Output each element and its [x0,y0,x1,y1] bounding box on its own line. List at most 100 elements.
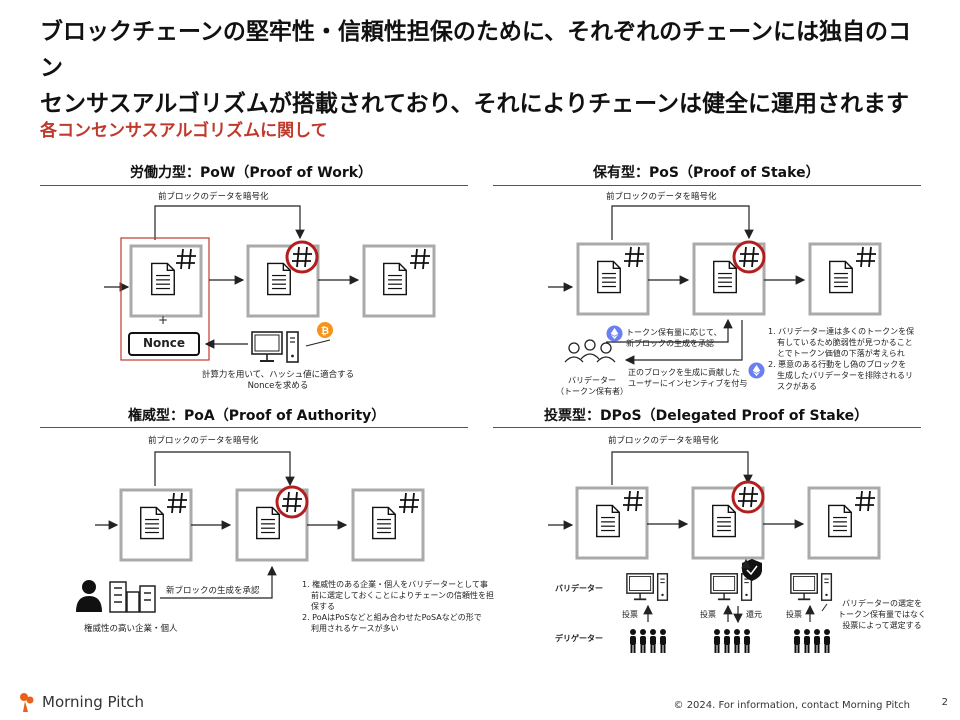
poa-note-2-line-1: 2. PoAはPoSなどと組み合わせたPoSAなどの形で [302,613,482,622]
logo-text: Morning Pitch [42,693,145,711]
document-icon [712,504,736,538]
pos-notes: 1. バリデーター達は多くのトークンを保 有しているため脆弱性が見つかること と… [768,326,918,392]
pow-block-2 [246,240,320,318]
dpos-hash-label: 前ブロックのデータを暗号化 [608,436,719,446]
footer-copyright: © 2024. For information, contact Morning… [673,700,910,711]
pow-hash-connector [154,205,305,240]
section-title: 各コンセンサスアルゴリズムに関して [40,121,328,141]
dpos-block-2 [691,480,765,560]
pos-note-2-line-2: 生成したバリデーターを排除されるリ [777,371,913,380]
pos-note-1-line-1: 1. バリデーター達は多くのトークンを保 [768,327,915,336]
pow-hash-label: 前ブロックのデータを暗号化 [158,192,269,202]
pow-caption: 計算力を用いて、ハッシュ値に適合する Nonceを求める [198,370,358,392]
poa-title: 権威型：PoA（Proof of Authority） [128,408,386,424]
dpos-divider [493,427,921,428]
delegator-group-icon [714,629,750,653]
pos-block-3 [808,242,882,316]
dpos-block-1 [575,486,649,560]
pos-note-2-line-1: 2. 悪意のある行動をし偽のブロックを [768,360,907,369]
pos-note-1-line-3: とでトークン価値の下落が考えられ [777,349,905,358]
pos-validator-label-line-2: （トークン保有者） [556,387,628,396]
pos-validator-label-line-1: バリデーター [568,376,616,385]
headline-line-1: ブロックチェーンの堅牢性・信頼性担保のために、それぞれのチェーンには独自のコン [40,19,912,81]
computer-icon [790,572,833,602]
poa-divider [40,427,468,428]
computer-icon [710,572,753,602]
pos-block-2 [692,240,766,316]
pos-note-2-line-3: スクがある [777,382,817,391]
pos-flow-incentive-line-1: 正のブロックを生成に貢献した [628,368,740,377]
poa-block-1 [119,488,193,562]
poa-note-1-line-1: 1. 権威性のある企業・個人をバリデーターとして事 [302,580,488,589]
dpos-note-line-1: バリデーターの選定を [842,599,922,608]
poa-approve-flow [160,565,277,599]
headline: ブロックチェーンの堅牢性・信頼性担保のために、それぞれのチェーンには独自のコン … [40,14,930,122]
morning-pitch-logo: Morning Pitch [18,688,144,716]
dpos-note: バリデーターの選定を トークン保有量ではなく 投票によって選定する [832,598,932,631]
computer-icon [626,572,669,602]
poa-notes: 1. 権威性のある企業・個人をバリデーターとして事 前に選定しておくことによりチ… [302,579,502,634]
pos-flow-approve-line-1: トークン保有量に応じて、 [626,328,722,337]
pos-flow-incentive: 正のブロックを生成に貢献した ユーザーにインセンティブを付与 [628,367,747,389]
pos-flow-approve-line-2: 新ブロックの生成を承認 [626,339,714,348]
document-icon [828,504,852,538]
pos-incentive-flow [624,320,743,365]
poa-note-2-line-2: 利用されるケースが多い [311,624,399,633]
pow-plus: + [158,313,169,327]
pow-hash-highlight [285,240,319,274]
dpos-vote-2: 投票 [700,610,716,619]
pos-divider [493,185,921,186]
pow-nonce-label: Nonce [142,336,186,350]
pos-hash-highlight [732,240,766,274]
dpos-return: 還元 [746,610,762,619]
pos-note-1-line-2: 有しているため脆弱性が見つかること [777,338,913,347]
pow-divider [40,185,468,186]
dpos-validator-label: バリデーター [555,584,603,593]
pow-caption-line-2: Nonceを求める [247,381,309,391]
logo-mark-icon [20,693,34,712]
document-icon [596,504,620,538]
dpos-note-line-3: 投票によって選定する [842,621,922,630]
poa-hash-highlight [275,485,309,519]
pos-validator-label: バリデーター （トークン保有者） [556,375,628,397]
pow-title: 労働力型：PoW（Proof of Work） [130,165,373,181]
pos-hash-connector [611,205,754,240]
poa-hash-label: 前ブロックのデータを暗号化 [148,436,259,446]
pow-nonce-box [128,332,200,356]
poa-block-2 [235,485,309,562]
poa-authority-label: 権威性の高い企業・個人 [84,624,178,634]
poa-block-3 [351,488,425,562]
pow-caption-line-1: 計算力を用いて、ハッシュ値に適合する [201,370,355,380]
svg-text:₿: ₿ [321,325,329,337]
poa-approve-label: 新ブロックの生成を承認 [166,586,260,596]
poa-hash-connector [154,451,295,487]
validator-group-icon [564,339,616,363]
delegator-group-icon [630,629,666,653]
pos-block-1 [576,242,650,316]
poa-note-1-line-2: 前に選定しておくことによりチェーンの信頼性を担 [311,591,494,600]
page-number: 2 [941,697,948,708]
pos-flow-approve: トークン保有量に応じて、 新ブロックの生成を承認 [626,327,722,349]
pos-title: 保有型：PoS（Proof of Stake） [593,165,820,181]
pos-flow-incentive-line-2: ユーザーにインセンティブを付与 [628,379,748,388]
building-icon [109,581,156,613]
dpos-hash-highlight [731,480,765,514]
pow-block-1 [129,244,203,318]
dpos-block-3 [807,486,881,560]
poa-note-1-line-3: 保する [311,602,335,611]
dpos-note-leader [821,603,828,612]
dpos-delegator-label: デリゲーター [555,634,603,643]
pow-mining-frame [120,237,210,361]
dpos-hash-connector [611,451,753,485]
bitcoin-icon [317,322,333,338]
authority-person-icon [76,580,102,612]
pow-block-3 [362,244,436,318]
headline-line-2: センサスアルゴリズムが搭載されており、それによりチェーンは健全に運用されます [40,91,909,117]
pow-btc-link [305,339,331,347]
dpos-title: 投票型：DPoS（Delegated Proof of Stake） [544,408,869,424]
dpos-note-line-2: トークン保有量ではなく [838,610,926,619]
